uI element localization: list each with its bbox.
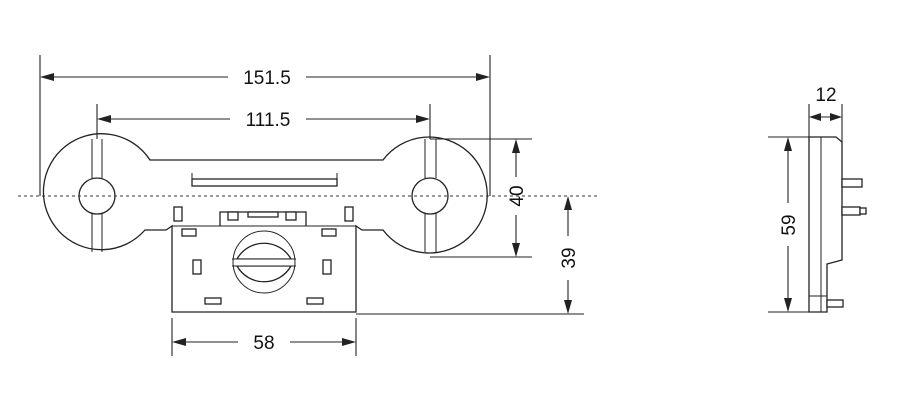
overall-width-label: 151.5 [243, 68, 291, 89]
axis-to-bottom-label: 39 [559, 247, 580, 268]
dim-flange-height: 40 [430, 138, 532, 258]
center-opening [235, 242, 293, 283]
right-mount-hole [411, 177, 449, 215]
base-width-label: 58 [253, 333, 274, 354]
thickness-label: 12 [815, 85, 836, 106]
flange-height-label: 40 [507, 185, 528, 206]
side-profile [808, 136, 843, 313]
hole-spacing-label: 111.5 [246, 110, 291, 131]
side-height-label: 59 [779, 214, 800, 235]
dim-thickness: 12 [808, 85, 843, 142]
dim-base-width: 58 [171, 318, 357, 356]
dim-hole-spacing: 111.5 [96, 104, 431, 139]
front-view [18, 133, 600, 313]
dim-side-height: 59 [768, 136, 809, 313]
side-view [808, 136, 867, 313]
dim-axis-to-bottom: 39 [356, 196, 584, 315]
center-slot [191, 178, 338, 187]
dim-overall-width: 151.5 [39, 55, 491, 196]
